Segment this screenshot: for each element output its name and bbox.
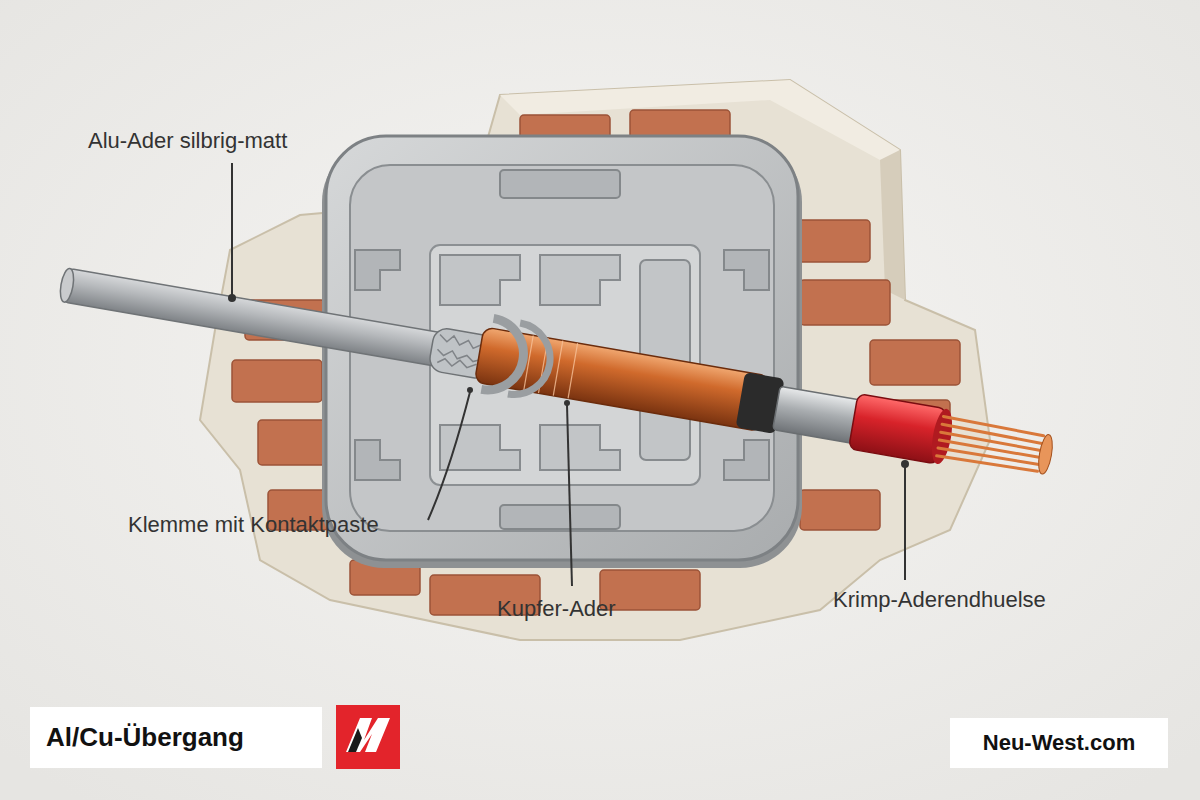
callout-label: Kupfer-Ader <box>497 596 616 622</box>
callout-label: Krimp-Aderendhuelse <box>833 587 1046 613</box>
callout-label: Alu-Ader silbrig-matt <box>88 128 287 154</box>
leader-dots <box>228 294 909 468</box>
watermark: Neu-West.com <box>983 730 1135 756</box>
cable-run <box>56 245 1059 487</box>
logo-mark <box>336 705 400 769</box>
callout-label: Klemme mit Kontaktpaste <box>128 512 379 538</box>
site-panel: Neu-West.com <box>950 718 1168 768</box>
title-panel: Al/Cu-Übergang <box>30 707 322 768</box>
title: Al/Cu-Übergang <box>46 722 244 753</box>
wall <box>200 80 990 640</box>
